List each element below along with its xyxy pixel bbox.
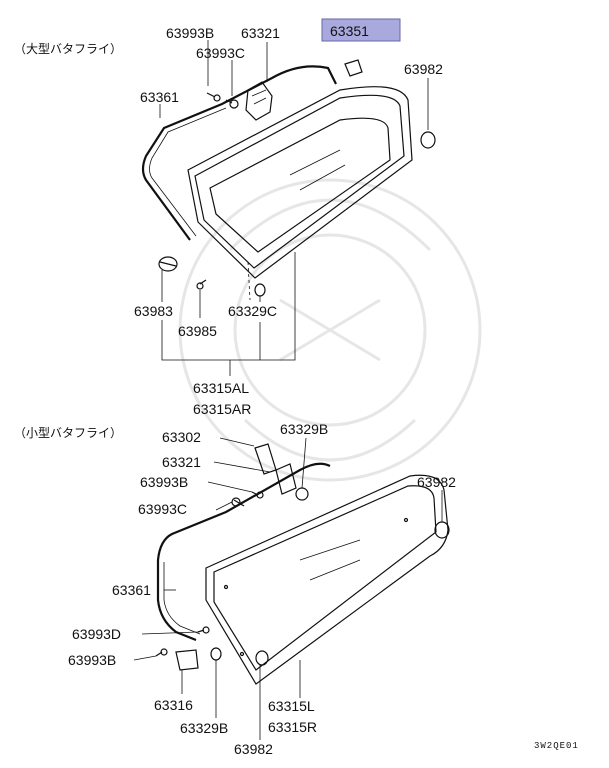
part-label[interactable]: 63982 bbox=[417, 474, 456, 490]
highlight-box bbox=[321, 18, 401, 42]
large-window-assembly bbox=[141, 59, 436, 301]
part-label[interactable]: 63315R bbox=[268, 719, 317, 735]
part-label[interactable]: 63983 bbox=[134, 303, 173, 319]
part-label[interactable]: 63982 bbox=[234, 741, 273, 757]
part-label[interactable]: 63329B bbox=[180, 720, 228, 736]
part-label[interactable]: 63315AL bbox=[193, 380, 249, 396]
part-label[interactable]: 63993B bbox=[166, 25, 214, 41]
watermark-emblem bbox=[178, 178, 482, 482]
part-label[interactable]: 63315L bbox=[268, 698, 315, 714]
part-label[interactable]: 63993D bbox=[72, 626, 121, 642]
part-label[interactable]: 63329C bbox=[228, 303, 277, 319]
part-label[interactable]: 63321 bbox=[162, 454, 201, 470]
leaders-large bbox=[159, 40, 429, 376]
part-label[interactable]: 63993C bbox=[138, 501, 187, 517]
small-window-assembly bbox=[155, 443, 450, 685]
part-label[interactable]: 63361 bbox=[112, 582, 151, 598]
section-title-small: （小型バタフライ） bbox=[14, 426, 122, 440]
part-label[interactable]: 63993C bbox=[196, 45, 245, 61]
section-title-large: （大型バタフライ） bbox=[14, 42, 122, 56]
part-label[interactable]: 63985 bbox=[178, 323, 217, 339]
part-label[interactable]: 63361 bbox=[140, 89, 179, 105]
part-label[interactable]: 63329B bbox=[280, 421, 328, 437]
part-label[interactable]: 63321 bbox=[241, 25, 280, 41]
part-labels: 63993B 63321 63351 63993C 63982 63361 63… bbox=[68, 23, 456, 757]
diagram-code: 3W2QE01 bbox=[534, 741, 579, 751]
part-label[interactable]: 63982 bbox=[404, 61, 443, 77]
part-label[interactable]: 63351 bbox=[330, 23, 369, 39]
part-label[interactable]: 63993B bbox=[140, 474, 188, 490]
part-label[interactable]: 63315AR bbox=[193, 401, 251, 417]
part-label[interactable]: 63302 bbox=[162, 429, 201, 445]
part-label[interactable]: 63316 bbox=[154, 697, 193, 713]
part-label[interactable]: 63993B bbox=[68, 652, 116, 668]
leaders-small bbox=[133, 437, 443, 740]
